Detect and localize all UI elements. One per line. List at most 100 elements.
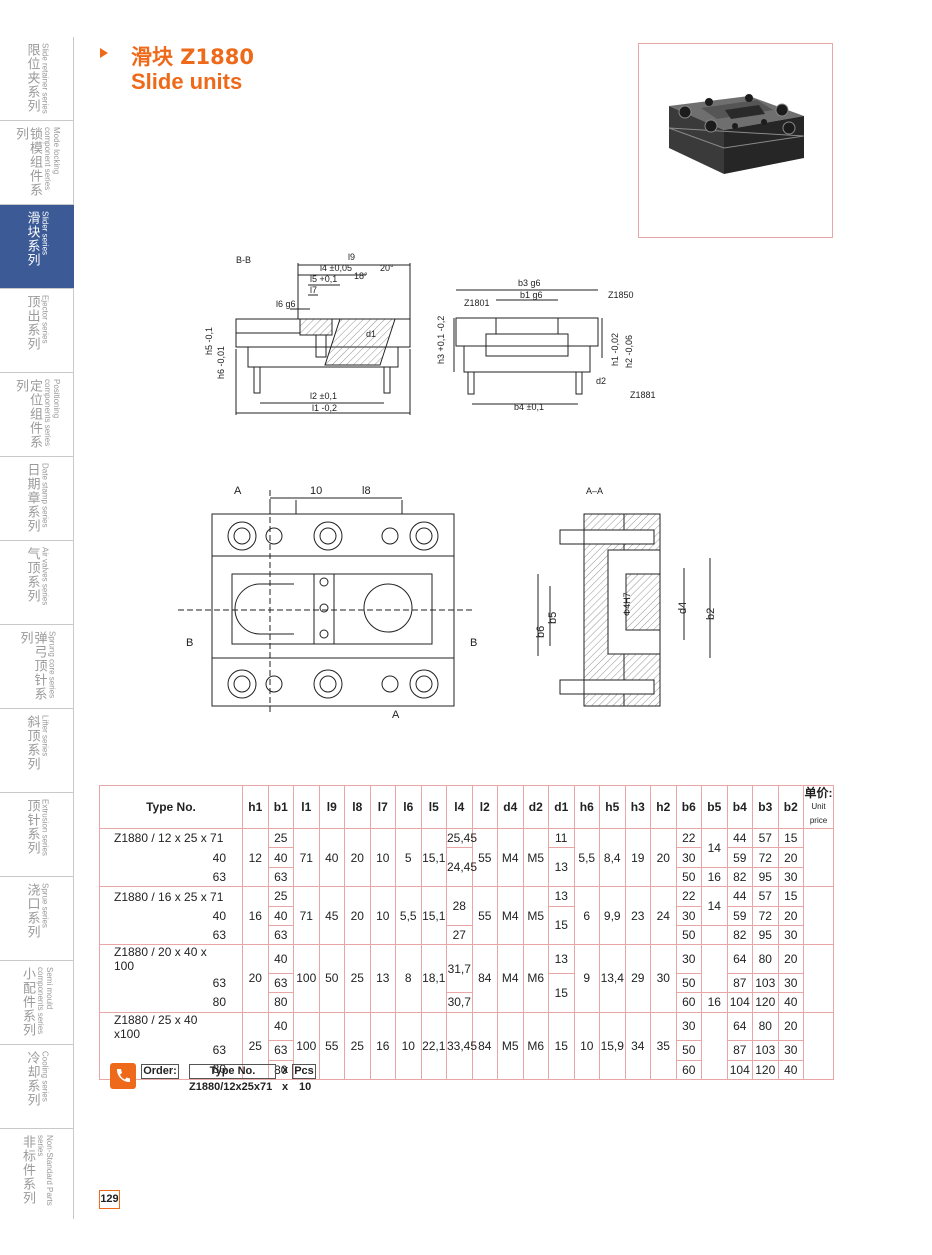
dim-l5: l5 +0,1 <box>310 274 337 284</box>
cell-b4: 44 <box>726 827 753 849</box>
cell-l6: 10 <box>395 1011 422 1080</box>
header-h3: h3 <box>624 785 651 829</box>
phone-icon[interactable] <box>110 1063 136 1089</box>
cell-b1: 40 <box>267 1011 294 1042</box>
table-row: 63 63 27 50 82 95 30 <box>99 924 834 946</box>
cell-h1: 20 <box>242 944 269 1013</box>
cell-b3: 80 <box>752 944 779 974</box>
cell-l4: 33,45 <box>446 1011 477 1080</box>
cell-b2: 30 <box>777 866 804 888</box>
cell-l1: 71 <box>293 886 320 946</box>
cell-b6: 50 <box>675 866 702 888</box>
cell-d4: M5 <box>497 1011 524 1080</box>
dim-h6: h6 -0,01 <box>216 346 226 379</box>
order-example-qty: 10 <box>299 1081 312 1093</box>
dim-b1: b1 g6 <box>520 290 543 300</box>
type-no-cell: Z1880 / 12 x 25 x 71 <box>99 827 243 848</box>
sidebar-item-cn: 滑块系列 <box>24 211 40 267</box>
header-l2: l2 <box>471 785 498 829</box>
sidebar-item-cn: 锁模组件系列 <box>13 127 42 197</box>
sidebar-item-en: Date stamp series <box>40 463 50 528</box>
cell-b2: 30 <box>777 924 804 946</box>
cell-b1: 40 <box>267 944 294 974</box>
sidebar-item-en: Sprue series <box>40 883 50 928</box>
cell-b6: 30 <box>675 1011 702 1042</box>
type-no-cell: 63 <box>99 973 243 993</box>
phone-icon-glyph <box>116 1069 130 1083</box>
cell-l6: 5,5 <box>395 886 422 946</box>
cell-b3: 57 <box>752 827 779 849</box>
cell-d2: M5 <box>522 827 549 888</box>
cell-b6: 22 <box>675 886 702 907</box>
cell-b6: 30 <box>675 944 702 974</box>
cell-h6: 5,5 <box>573 827 600 888</box>
cell-b2: 20 <box>777 905 804 926</box>
unit-price-en: Unit price <box>809 802 828 825</box>
cell-l2: 55 <box>471 886 498 946</box>
cell-l7: 13 <box>369 944 396 1013</box>
table-row: Z1880 / 16 x 25 x 71 16 25 71 45 20 10 5… <box>99 886 834 946</box>
page-subtitle: Slide units <box>131 69 243 94</box>
header-d1: d1 <box>548 785 575 829</box>
cell-b2: 15 <box>777 886 804 907</box>
cell-b5: 16 <box>701 992 728 1013</box>
sidebar-item-cn: 定位组件系列 <box>13 379 42 449</box>
table-row: Z1880 / 20 x 40 x 100 20 40 100 50 25 13… <box>99 944 834 1013</box>
cell-b6: 60 <box>675 1059 702 1080</box>
cell-b1: 40 <box>267 847 294 868</box>
cell-l7: 16 <box>369 1011 396 1080</box>
cell-b5 <box>701 1011 728 1080</box>
cell-b4: 59 <box>726 847 753 868</box>
cell-h6: 9 <box>573 944 600 1013</box>
type-no-cell: 40 <box>99 906 243 926</box>
section-bb-drawing: B-B l9 l4 ±0,05 l5 +0,1 l7 l6 g6 18° 20°… <box>204 252 411 415</box>
header-l6: l6 <box>395 785 422 829</box>
sidebar-item-en: Slide retainer series <box>40 43 50 114</box>
cell-b1: 63 <box>267 866 294 888</box>
cell-b2: 30 <box>777 972 804 994</box>
label-z1850: Z1850 <box>608 290 634 300</box>
type-no-cell: Z1880 / 20 x 40 x 100 <box>99 944 243 974</box>
cell-h2: 20 <box>650 827 677 888</box>
cell-b5: 14 <box>701 886 728 926</box>
cell-b5 <box>701 944 728 994</box>
cell-b4: 59 <box>726 905 753 926</box>
section-b-left: B <box>186 637 193 649</box>
cell-b2: 20 <box>777 1011 804 1042</box>
label-z1881: Z1881 <box>630 390 656 400</box>
cell-b5: 16 <box>701 866 728 888</box>
cell-d2: M6 <box>522 1011 549 1080</box>
header-h1: h1 <box>242 785 269 829</box>
header-b5: b5 <box>701 785 728 829</box>
cell-b1: 63 <box>267 1040 294 1061</box>
header-b1: b1 <box>267 785 294 829</box>
sidebar-item-en: Air valves series <box>40 547 50 606</box>
sidebar-item-en: Ejector series <box>40 295 50 344</box>
type-no-cell: 80 <box>99 992 243 1013</box>
cell-b1: 63 <box>267 972 294 994</box>
cell-d1: 13 <box>548 944 575 974</box>
cell-b2: 40 <box>777 1059 804 1080</box>
cell-b5: 14 <box>701 828 728 868</box>
sidebar-item-en: Semi mould components series <box>36 967 54 1035</box>
header-h6: h6 <box>573 785 600 829</box>
cell-b4: 82 <box>726 866 753 888</box>
header-d4: d4 <box>497 785 524 829</box>
cell-h5: 9,9 <box>599 886 626 946</box>
cell-b3: 72 <box>752 847 779 868</box>
order-example-type: Z1880/12x25x71 <box>189 1081 273 1093</box>
